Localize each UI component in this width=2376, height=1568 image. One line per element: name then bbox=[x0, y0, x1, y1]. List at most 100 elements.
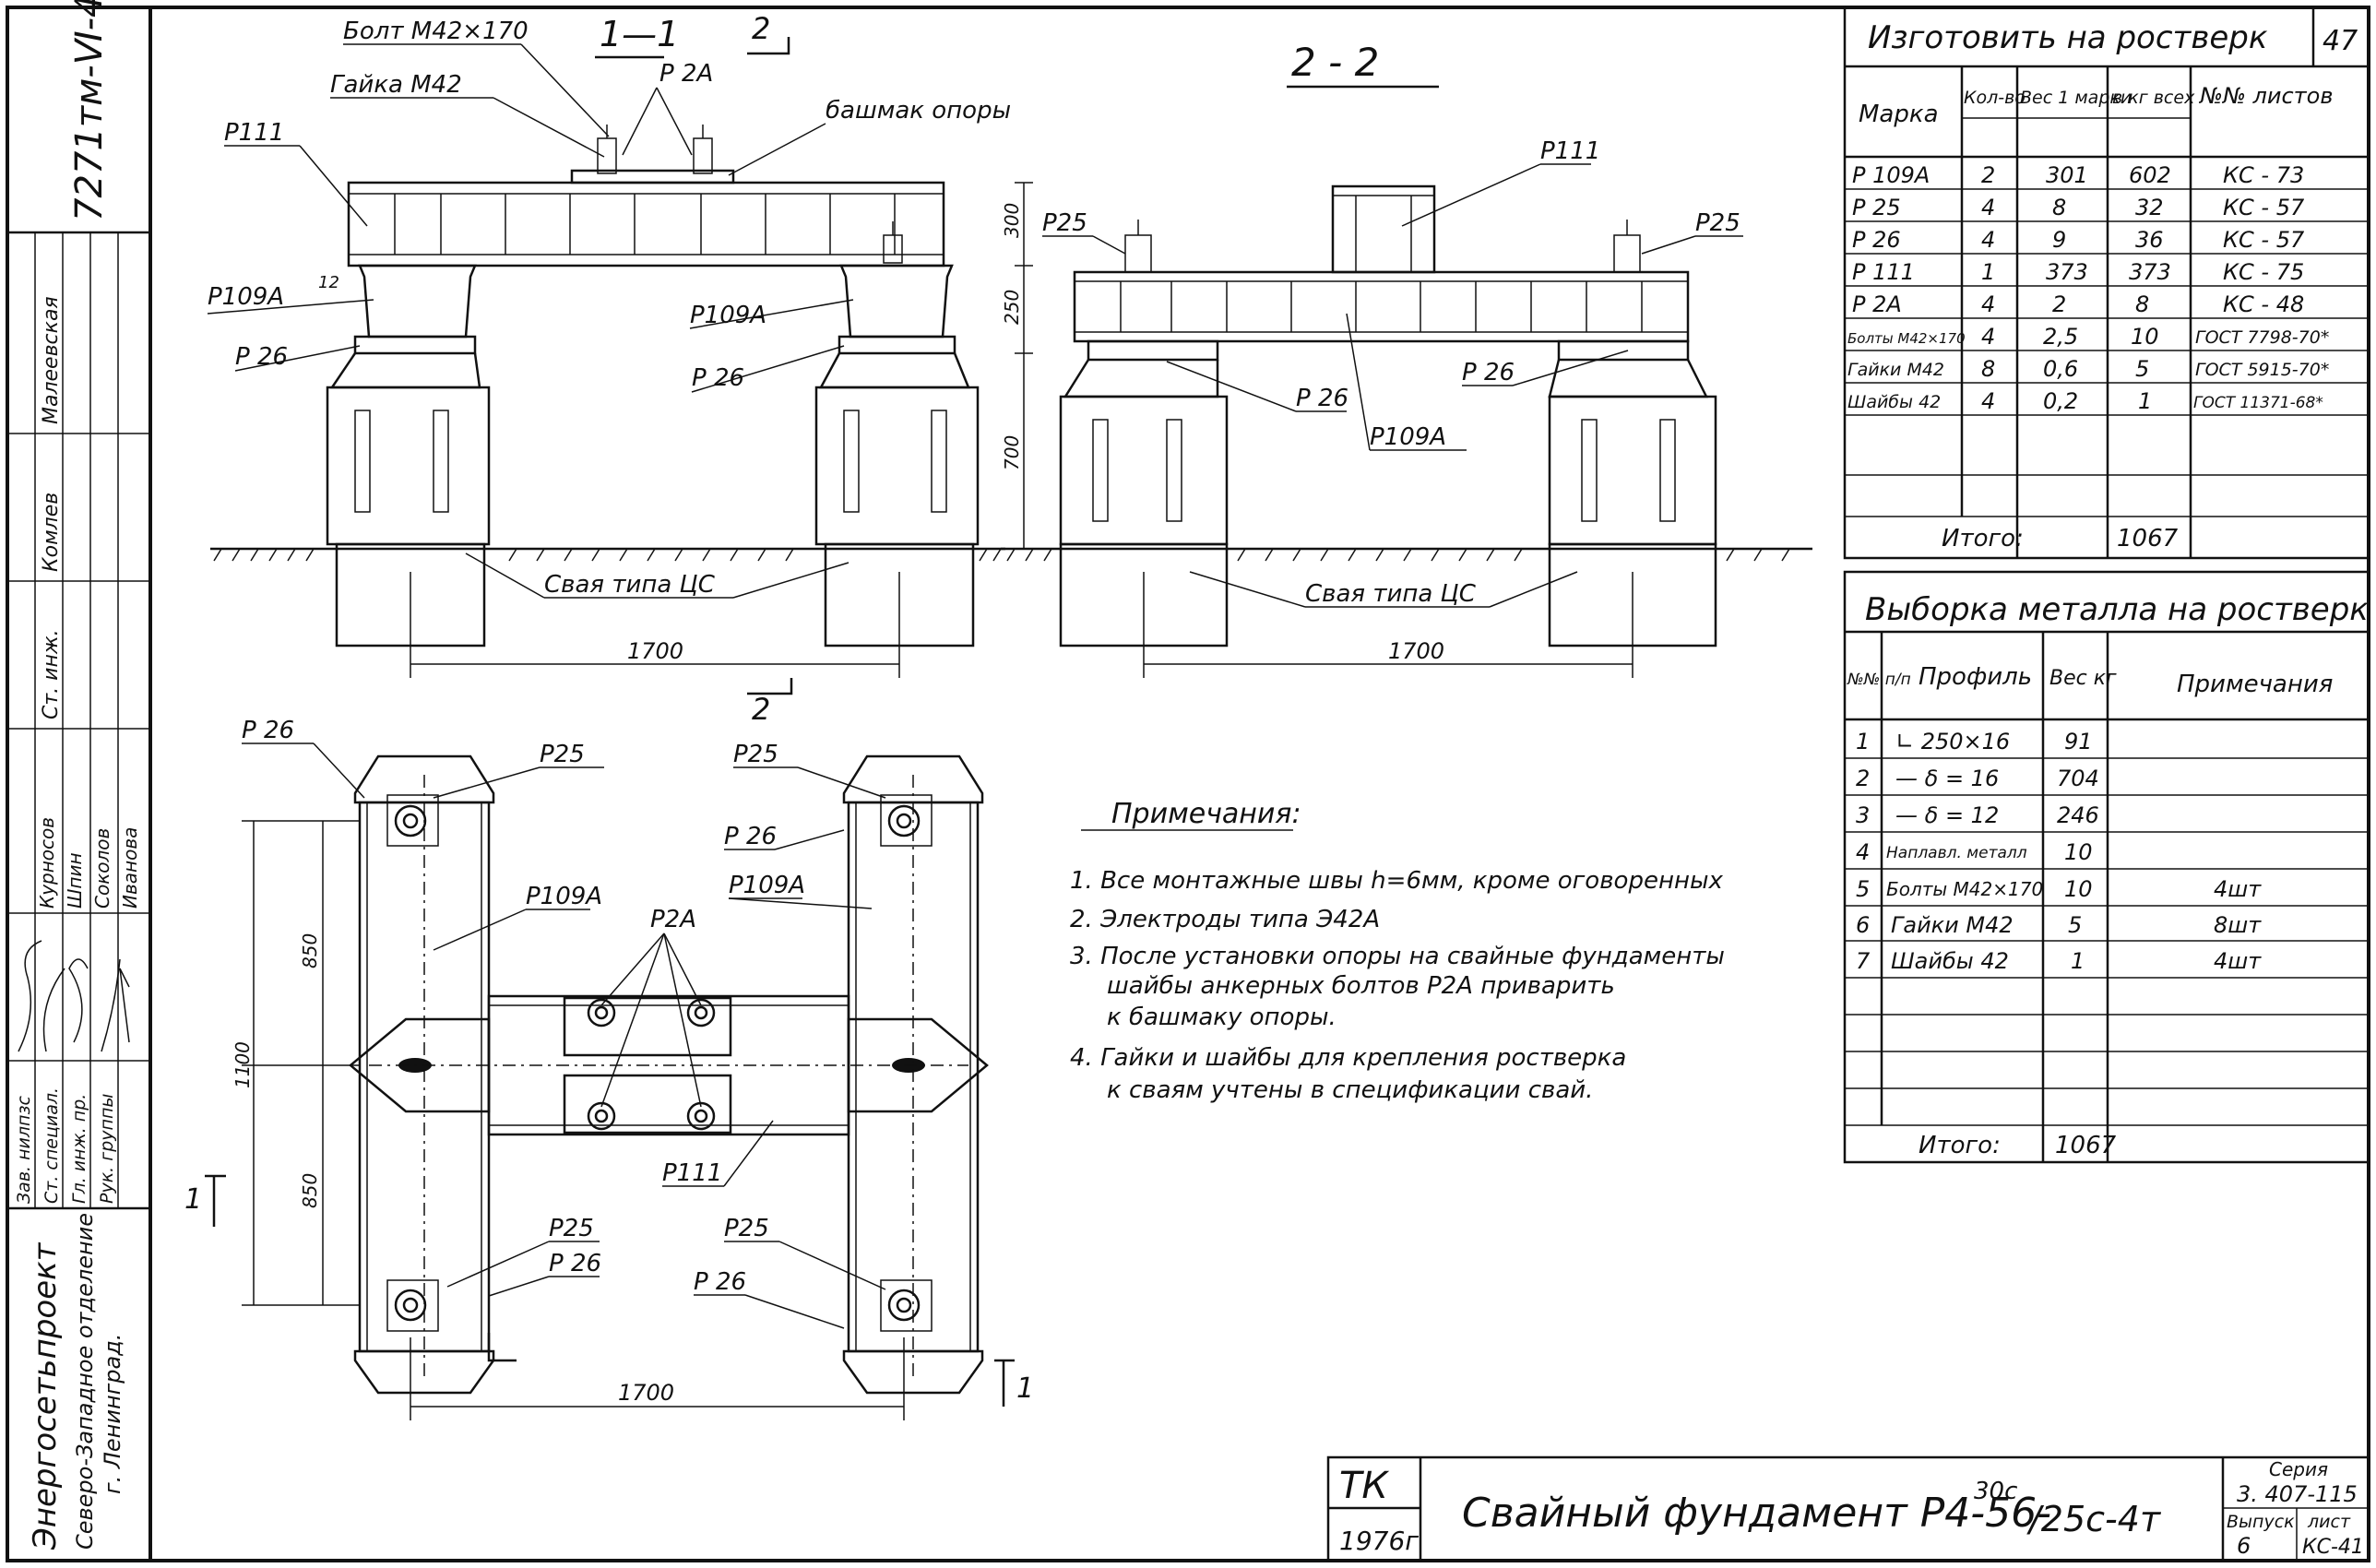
metal-r7-c1: 7 bbox=[1856, 948, 1871, 974]
metal-h-profile: Профиль bbox=[1919, 663, 2032, 691]
drawing-title: Свайный фундамент Р4-56- bbox=[1462, 1490, 2051, 1537]
spec-r4-c3: 373 bbox=[2046, 259, 2088, 285]
label-shoe: башмак опоры bbox=[826, 97, 1011, 125]
spec-r1-c1: Р 109А bbox=[1852, 162, 1930, 188]
column-right-1 bbox=[814, 264, 980, 647]
metal-r5-c1: 5 bbox=[1856, 876, 1870, 902]
dim-850-top: 850 bbox=[299, 933, 321, 968]
dim-250: 250 bbox=[1001, 290, 1023, 325]
cut-1-left: 1 bbox=[184, 1183, 202, 1216]
metal-r4-c2: Наплавл. металл bbox=[1886, 844, 2027, 862]
label-p109a-s2: Р109А bbox=[1370, 423, 1446, 451]
label-p26-s2-center: Р 26 bbox=[1296, 385, 1348, 412]
spec-r6-c5: ГОСТ 7798-70* bbox=[2195, 327, 2329, 348]
spec-r7-c1: Гайки М42 bbox=[1847, 360, 1944, 380]
dim-1700-s2: 1700 bbox=[1388, 638, 1444, 664]
name-2: Шпин bbox=[64, 852, 86, 909]
spec-r1-c5: КС - 73 bbox=[2223, 162, 2304, 188]
metal-total-label: Итого: bbox=[1919, 1132, 2001, 1159]
label-p25-s2-right: Р25 bbox=[1695, 209, 1740, 237]
spec-r7-c4: 5 bbox=[2135, 356, 2149, 382]
note-3: 3. После установки опоры на свайные фунд… bbox=[1070, 943, 1725, 970]
series-value: 3. 407-115 bbox=[2237, 1481, 2358, 1507]
spec-h-qty: Кол-во bbox=[1964, 88, 2026, 108]
spec-r3-c5: КС - 57 bbox=[2223, 227, 2305, 253]
metal-r7-c3: 1 bbox=[2071, 948, 2085, 974]
dim-850-bottom: 850 bbox=[299, 1173, 321, 1208]
metal-r1-c3: 91 bbox=[2064, 729, 2093, 754]
spec-r1-c4: 602 bbox=[2129, 162, 2171, 188]
label-weld12: 12 bbox=[318, 273, 339, 292]
spec-r8-c1: Шайбы 42 bbox=[1847, 392, 1941, 412]
cut-2-top: 2 bbox=[752, 11, 770, 46]
spec-r4-c5: КС - 75 bbox=[2223, 259, 2304, 285]
issue-value: 6 bbox=[2237, 1533, 2251, 1559]
spec-h-mark: Марка bbox=[1859, 101, 1939, 128]
spec-r3-c2: 4 bbox=[1981, 227, 1995, 253]
metal-r2-c3: 704 bbox=[2057, 766, 2099, 791]
metal-r4-c1: 4 bbox=[1856, 839, 1870, 865]
role-1: Зав. нилпзс bbox=[14, 1095, 34, 1204]
spec-h-sheets: №№ листов bbox=[2198, 83, 2334, 109]
drawing-title-frac: 30с bbox=[1974, 1478, 2017, 1505]
spec-r3-c3: 9 bbox=[2052, 227, 2066, 253]
label-p26-plan-tr: Р 26 bbox=[724, 823, 777, 850]
label-p2a-s1: Р 2А bbox=[659, 60, 713, 88]
section-1-1: 1—1 2 bbox=[207, 11, 1033, 727]
note-4b: к сваям учтены в спецификации свай. bbox=[1107, 1076, 1593, 1104]
label-p109a-plan-right: Р109А bbox=[729, 872, 805, 899]
label-p25-plan-tr: Р25 bbox=[733, 741, 778, 768]
name-cht: Комлев bbox=[40, 493, 63, 572]
spec-r5-c4: 8 bbox=[2135, 291, 2149, 317]
metal-r6-c4: 8шт bbox=[2214, 912, 2262, 938]
spec-r2-c3: 8 bbox=[2052, 195, 2066, 220]
metal-r6-c3: 5 bbox=[2068, 912, 2082, 938]
plan-view: 850 850 1100 1700 1 1 Р 26 Р25 Р25 Р 26 … bbox=[184, 717, 1034, 1420]
title-block: ТК 1976г Свайный фундамент Р4-56- 30с /2… bbox=[1326, 1455, 2370, 1562]
tk-mark: ТК bbox=[1339, 1465, 1389, 1507]
metal-r5-c4: 4шт bbox=[2214, 876, 2262, 902]
organization: Энергосетьпроект bbox=[27, 1241, 64, 1550]
metal-r5-c3: 10 bbox=[2064, 876, 2093, 902]
label-p25-plan-tl: Р25 bbox=[540, 741, 585, 768]
spec-h-wall: в кг всех bbox=[2112, 88, 2195, 108]
dim-1100: 1100 bbox=[232, 1041, 254, 1088]
spec-r1-c3: 301 bbox=[2046, 162, 2088, 188]
spec-r3-c4: 36 bbox=[2135, 227, 2164, 253]
notes: Примечания: 1. Все монтажные швы h=6мм, … bbox=[1070, 798, 1725, 1104]
metal-total-value: 1067 bbox=[2055, 1132, 2117, 1159]
label-p25-plan-bl: Р25 bbox=[549, 1215, 594, 1242]
label-p25-s2-left: Р25 bbox=[1042, 209, 1087, 237]
role-4: Рук. группы bbox=[97, 1094, 117, 1204]
issue-label: Выпуск bbox=[2227, 1512, 2295, 1532]
role-3: Гл. инж. пр. bbox=[69, 1094, 89, 1204]
column-left-1 bbox=[326, 264, 491, 647]
spec-r7-c2: 8 bbox=[1981, 356, 1995, 382]
cut-2-bottom: 2 bbox=[752, 692, 770, 727]
name-lead: Малеевская bbox=[40, 296, 63, 424]
spec-r2-c2: 4 bbox=[1981, 195, 1995, 220]
label-nut: Гайка М42 bbox=[330, 71, 462, 99]
metal-r4-c3: 10 bbox=[2064, 839, 2093, 865]
spec-r5-c5: КС - 48 bbox=[2223, 291, 2304, 317]
spec-r5-c3: 2 bbox=[2052, 291, 2066, 317]
department-line1: Северо-Западное отделение bbox=[72, 1213, 98, 1550]
metal-h-weight: Вес кг bbox=[2049, 667, 2117, 690]
spec-r8-c2: 4 bbox=[1981, 388, 1995, 414]
spec-h-w1: Вес 1 марки bbox=[2020, 88, 2132, 108]
metal-r1-c2: ∟ 250×16 bbox=[1895, 729, 2010, 754]
metal-r6-c1: 6 bbox=[1856, 912, 1870, 938]
label-pile-s1: Свая типа ЦС bbox=[544, 571, 716, 599]
note-3b: шайбы анкерных болтов Р2А приварить bbox=[1107, 972, 1615, 1000]
spec-r1-c2: 2 bbox=[1981, 162, 1995, 188]
column-right-2 bbox=[1548, 339, 1717, 647]
spec-total-label: Итого: bbox=[1942, 525, 2024, 552]
year: 1976г bbox=[1339, 1526, 1419, 1556]
spec-r6-c2: 4 bbox=[1981, 324, 1995, 350]
label-p26-plan-br: Р 26 bbox=[694, 1268, 746, 1296]
spec-r2-c4: 32 bbox=[2135, 195, 2164, 220]
spec-r6-c1: Болты М42×170 bbox=[1847, 330, 1966, 347]
metal-r6-c2: Гайки М42 bbox=[1891, 912, 2014, 938]
note-1: 1. Все монтажные швы h=6мм, кроме оговор… bbox=[1070, 867, 1723, 895]
